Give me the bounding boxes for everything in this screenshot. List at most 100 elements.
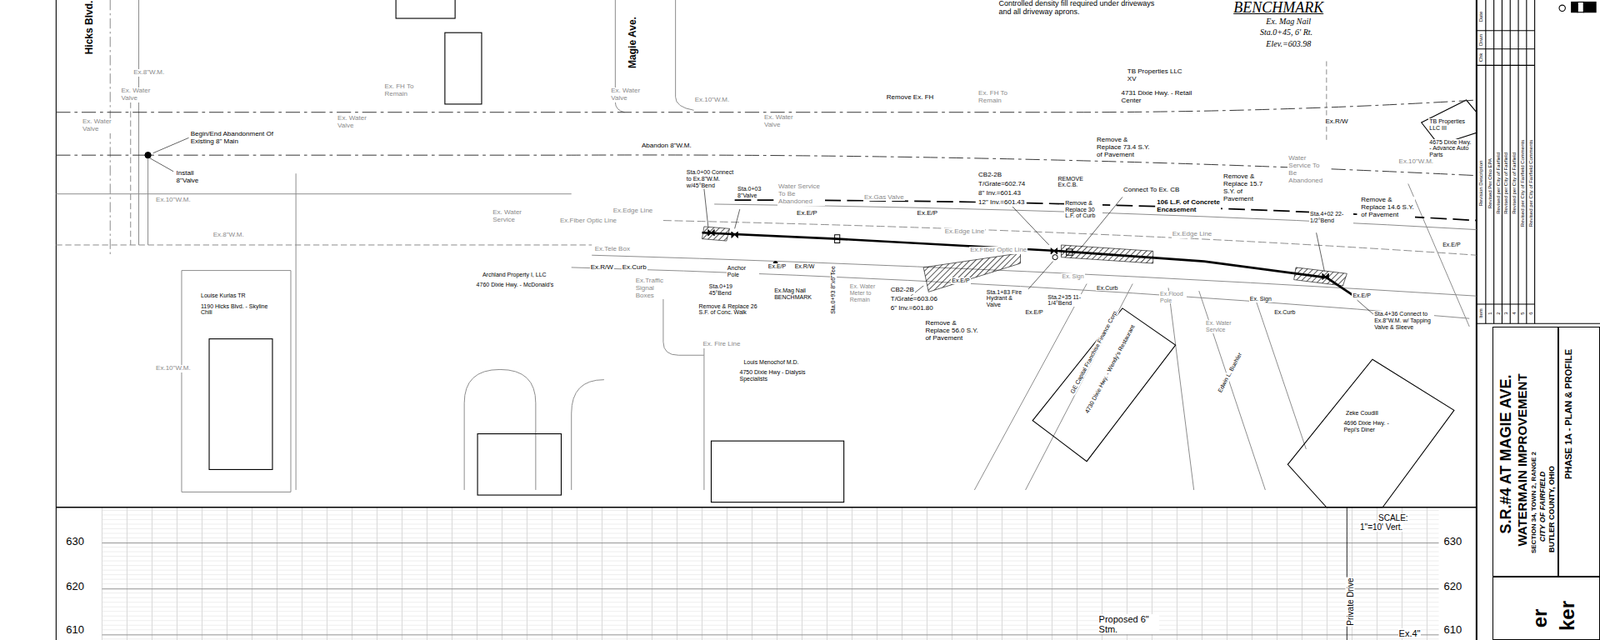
plan-note: Ex. Water Valve	[120, 87, 153, 103]
plan-note: Ex.R/W	[590, 264, 615, 272]
street-name: Magie Ave.	[628, 16, 640, 70]
existing-features	[571, 267, 1470, 319]
profile-grid	[101, 597, 1439, 599]
profile-grid	[676, 507, 678, 640]
revision-cell: Revision Description	[1478, 160, 1485, 208]
plan-note: Ex.E/P	[1024, 309, 1044, 316]
existing-features	[130, 101, 131, 245]
plan-note: Ex.10"W.M.	[1398, 158, 1435, 166]
profile-grid	[126, 507, 128, 640]
profile-grid	[101, 551, 1439, 553]
existing-features	[55, 0, 1476, 492]
profile-grid	[101, 533, 1439, 535]
parcel-label: TB Properties LLC XV	[1126, 68, 1188, 84]
sheet-frame	[55, 0, 1476, 640]
profile-grid	[326, 507, 328, 640]
profile-grid	[601, 507, 603, 640]
revision-cell: 2	[1495, 310, 1501, 315]
plan-note: Ex.Curb	[1095, 285, 1119, 292]
plan-note: Ex. Mag Nail	[1265, 16, 1312, 26]
profile-grid	[101, 546, 1439, 548]
plan-note: Ex. Fire Line	[701, 340, 741, 349]
parcel-label: Louise Kurlas TR	[200, 292, 247, 300]
existing-features	[1408, 183, 1470, 326]
profile-grid	[101, 574, 1439, 575]
plan-note: Ex. Water Valve	[763, 114, 796, 130]
existing-features	[1199, 290, 1266, 490]
revision-cell: Revised per City of Fairfield	[1511, 152, 1518, 216]
plan-note: Ex.10"W.M.	[694, 96, 731, 105]
profile-grid	[101, 507, 1439, 640]
profile-grid	[101, 542, 1439, 544]
profile-grid	[1176, 507, 1178, 640]
profile-grid	[276, 507, 278, 640]
existing-features	[703, 346, 705, 490]
existing-features	[181, 270, 291, 493]
fitting-symbol	[1066, 249, 1073, 255]
parcel-label: 4760 Dixie Hwy. - McDonald's	[475, 281, 555, 289]
removal-hatch	[701, 226, 730, 241]
sheet-frame	[1476, 303, 1535, 305]
profile-grid	[101, 510, 1439, 511]
leader-line	[153, 137, 190, 153]
profile-grid	[101, 601, 1439, 603]
profile-grid	[101, 588, 1439, 590]
plan-note: Ex.Curb	[1273, 309, 1296, 316]
plan-note: Begin/End Abandonment Of Existing 8" Mai…	[190, 130, 284, 146]
parcel-label: GE Capital Franchise Finance Corp.	[1068, 308, 1120, 396]
plan-note: Controlled density fill required under d…	[998, 0, 1169, 17]
profile-grid	[1426, 507, 1428, 640]
plan-note: Anchor Pole	[726, 265, 760, 278]
existing-features	[55, 193, 571, 195]
station-callout: Sta.1+83 Fire Hydrant & Valve	[985, 289, 1029, 309]
plan-note: Ex.10"W.M.	[155, 365, 192, 373]
parcel-label: TB Properties LLC III	[1428, 118, 1475, 131]
profile-grid	[851, 507, 853, 640]
plan-note: 106 L.F. of Concrete Encasement	[1155, 199, 1221, 215]
existing-features	[571, 380, 605, 490]
revision-cell: Date	[1478, 10, 1485, 23]
building-outline	[477, 434, 561, 495]
profile-grid	[1276, 507, 1278, 640]
elevation-number: 630	[1442, 535, 1463, 548]
revision-cell: 6	[1527, 310, 1534, 315]
revision-cell: Drwn	[1478, 33, 1485, 47]
profile-grid	[101, 560, 1439, 562]
revision-cell: 5	[1520, 310, 1526, 315]
profile-grid	[351, 507, 353, 640]
profile-grid	[101, 579, 1439, 580]
parcel-label: Zeke Coudill	[1345, 410, 1380, 417]
plan-note: Ex.Curb	[621, 264, 648, 272]
plan-note: Ex.E/P	[767, 263, 787, 270]
title-block-cell: S.R.#4 AT MAGIE AVE.WATERMAIN IMPROVEMEN…	[1492, 326, 1558, 577]
removal-hatch	[1294, 267, 1348, 286]
profile-grid	[926, 507, 928, 640]
leader-line	[150, 158, 174, 172]
profile-grid	[976, 507, 978, 640]
plan-note: Install 8"Valve	[175, 170, 210, 185]
plan-note: Ex. Water Service	[491, 209, 535, 225]
profile-grid	[1076, 507, 1078, 640]
profile-grid	[526, 507, 528, 640]
station-callout: Sta.0+45, 6' Rt.	[1259, 27, 1314, 37]
profile-grid	[101, 537, 1439, 539]
profile-grid	[101, 570, 1439, 571]
profile-grid	[101, 542, 1439, 544]
elevation-number: 620	[1442, 580, 1463, 593]
plan-note: Ex.Fiber Optic Line	[559, 217, 618, 225]
plan-note: Ex.Mag Nail BENCHMARK	[773, 287, 826, 300]
profile-grid	[101, 620, 1439, 621]
plan-note: CB2-2B	[977, 171, 1003, 180]
elevation-number: 610	[1442, 624, 1463, 636]
sheet-frame	[1476, 30, 1535, 31]
revision-cell: Chk	[1478, 51, 1485, 63]
plan-note: Ex.Fiber Optic Line	[969, 246, 1028, 255]
existing-features	[675, 0, 695, 110]
profile-grid	[101, 629, 1439, 630]
fitting-symbol	[731, 231, 738, 238]
plan-note: Ex.E/P	[1351, 292, 1371, 300]
fitting-symbol	[708, 230, 715, 236]
removal-note: Remove & Replace 73.4 S.Y. of Pavement	[1095, 136, 1151, 159]
